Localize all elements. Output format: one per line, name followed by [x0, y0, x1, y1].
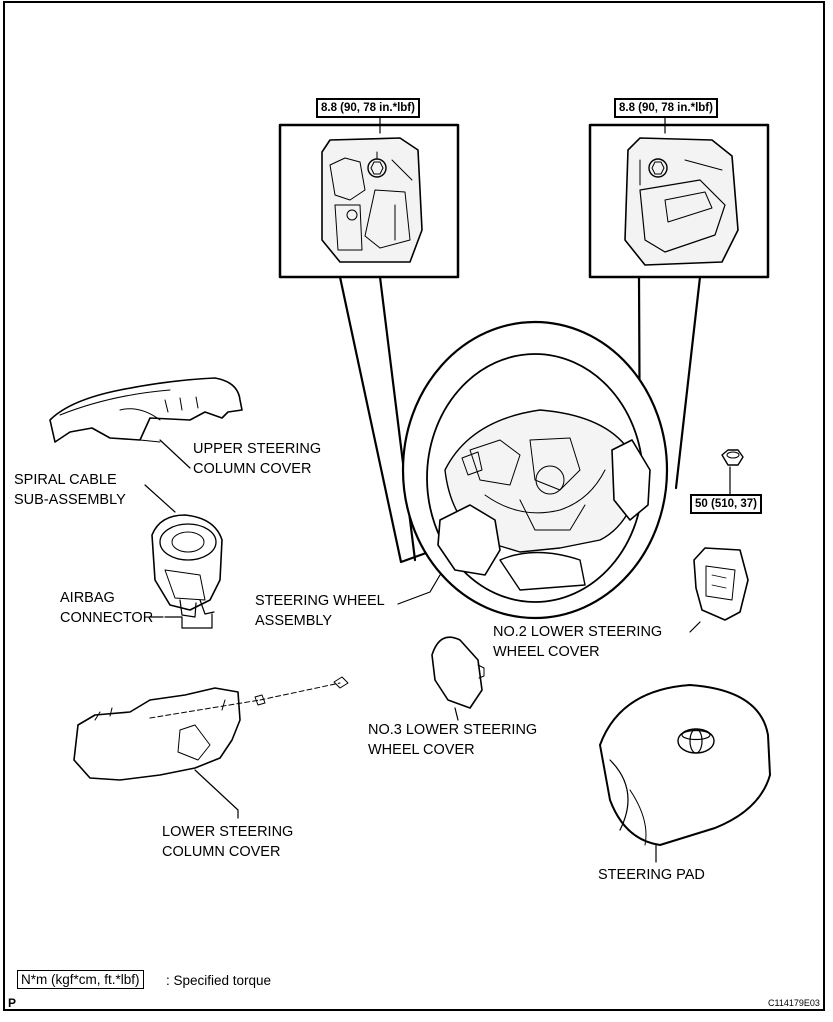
lower-column-cover-drawing: [73, 676, 349, 819]
left-detail-inset: [278, 114, 460, 279]
toyota-emblem-icon: [677, 728, 715, 754]
steering-wheel-drawing: [401, 320, 669, 620]
torque-callout-nut: 50 (510, 37): [690, 494, 763, 514]
legend-description: : Specified torque: [166, 973, 272, 988]
page-mark: P: [8, 996, 17, 1010]
figure-code: C114179E03: [768, 998, 820, 1008]
spiral-cable-drawing: [144, 484, 223, 629]
no2-lower-cover-drawing: [689, 547, 749, 633]
legend-unit-box: N*m (kgf*cm, ft.*lbf): [17, 970, 144, 989]
upper-column-cover-drawing: [49, 377, 243, 469]
steering-pad-drawing: [599, 684, 771, 863]
steering-wheel-leader: [397, 574, 441, 605]
torque-bolt-icon: [367, 151, 387, 178]
label-steering-pad: STEERING PAD: [598, 867, 705, 883]
right-detail-inset: [588, 114, 770, 279]
torque-callout-right: 8.8 (90, 78 in.*lbf): [614, 98, 718, 118]
diagram-frame: [3, 1, 825, 1011]
hex-nut-drawing: [721, 449, 744, 495]
torque-callout-left: 8.8 (90, 78 in.*lbf): [316, 98, 420, 118]
no3-lower-cover-drawing: [431, 636, 485, 721]
